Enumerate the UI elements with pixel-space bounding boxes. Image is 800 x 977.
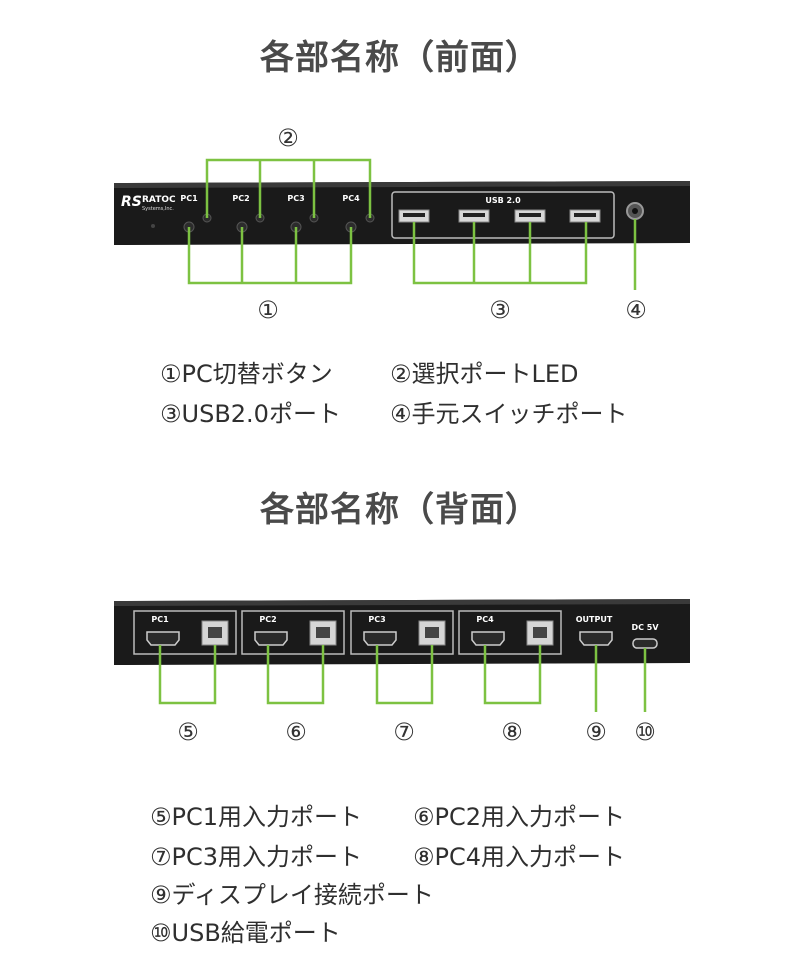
back-pc1-label: PC1 (151, 615, 169, 624)
callout-5: ⑤ (177, 718, 199, 746)
legend-remote-switch-port: ④手元スイッチポート (390, 400, 628, 428)
legend-usb-power-port: ⑩USB給電ポート (150, 919, 341, 947)
dc-label: DC 5V (631, 623, 659, 632)
leader-led-bracket (205, 158, 372, 218)
pc2-port-group (241, 610, 345, 655)
callout-9: ⑨ (585, 718, 607, 746)
leader-pc1-input (158, 645, 217, 705)
callout-1: ① (257, 296, 279, 324)
front-device-edge (114, 181, 690, 188)
callout-4: ④ (625, 296, 647, 324)
legend-pc3-input: ⑦PC3用入力ポート (150, 843, 363, 871)
pc2-hdmi-port (254, 631, 288, 646)
pc1-usb-b-slot (208, 627, 222, 638)
usb-port-3-slot (519, 213, 541, 217)
back-device-body (114, 599, 690, 665)
front-hole (151, 224, 155, 228)
usb-port-frame (391, 191, 615, 239)
front-panel: RS RATOC Systems,Inc. PC1 PC2 PC3 PC4 US… (114, 181, 690, 245)
output-label: OUTPUT (576, 615, 613, 624)
back-pc2-label: PC2 (259, 615, 276, 624)
leader-usb-bracket (412, 222, 588, 285)
callout-3: ③ (489, 296, 511, 324)
callout-8: ⑧ (501, 718, 523, 746)
back-pc4-label: PC4 (476, 615, 494, 624)
remote-switch-jack-hole (632, 208, 638, 214)
legend-display-port: ⑨ディスプレイ接続ポート (150, 881, 434, 909)
ratoc-logo: RS RATOC Systems,Inc. (121, 194, 176, 212)
pc2-usb-b-slot (316, 627, 330, 638)
leader-pc4-input (483, 645, 542, 705)
pc4-usb-b-slot (533, 627, 547, 638)
pc4-hdmi-port (471, 631, 505, 646)
front-callout-lines (187, 158, 637, 290)
usb-port-1-slot (403, 213, 425, 217)
pc1-hdmi-port (146, 631, 180, 646)
back-panel: PC1 PC2 PC3 PC4 OUTPUT DC 5V (114, 599, 690, 665)
usb-port-2-slot (463, 213, 485, 217)
svg-text:RS: RS (121, 194, 142, 210)
dc-usb-port (632, 638, 658, 649)
front-pc3-label: PC3 (287, 194, 304, 203)
callout-10: ⑩ (634, 718, 656, 746)
leader-button-bracket (187, 227, 353, 285)
legend-pc1-input: ⑤PC1用入力ポート (150, 803, 363, 831)
brand-sub: Systems,Inc. (142, 206, 174, 212)
front-title: 各部名称（前面） (260, 38, 540, 78)
leader-pc2-input (266, 645, 325, 705)
back-pc3-label: PC3 (368, 615, 385, 624)
leader-button-inner (240, 227, 298, 283)
pc1-port-group (133, 610, 237, 655)
legend-usb-port: ③USB2.0ポート (160, 400, 341, 428)
pc4-port-group (458, 610, 562, 655)
back-title: 各部名称（背面） (260, 490, 540, 530)
pc3-port-group (350, 610, 454, 655)
usb-port-4-slot (574, 213, 596, 217)
leader-led-inner (258, 160, 316, 218)
pc3-hdmi-port (363, 631, 397, 646)
front-pc1-label: PC1 (180, 194, 198, 203)
front-pc2-label: PC2 (232, 194, 249, 203)
callout-2: ② (277, 124, 299, 152)
callout-6: ⑥ (285, 718, 307, 746)
leader-usb-inner (472, 222, 532, 283)
legend-pc2-input: ⑥PC2用入力ポート (413, 803, 626, 831)
brand-name: RATOC (142, 195, 176, 205)
legend-pc-switch-button: ①PC切替ボタン (160, 360, 333, 388)
legend-selected-port-led: ②選択ポートLED (390, 360, 579, 388)
usb-label: USB 2.0 (485, 196, 521, 205)
legend-pc4-input: ⑧PC4用入力ポート (413, 843, 626, 871)
pc3-usb-b-slot (425, 627, 439, 638)
leader-pc3-input (375, 645, 434, 705)
back-device-edge (114, 599, 690, 606)
output-hdmi-port (579, 631, 613, 646)
front-pc4-label: PC4 (342, 194, 360, 203)
back-callout-lines (158, 645, 647, 712)
callout-7: ⑦ (393, 718, 415, 746)
